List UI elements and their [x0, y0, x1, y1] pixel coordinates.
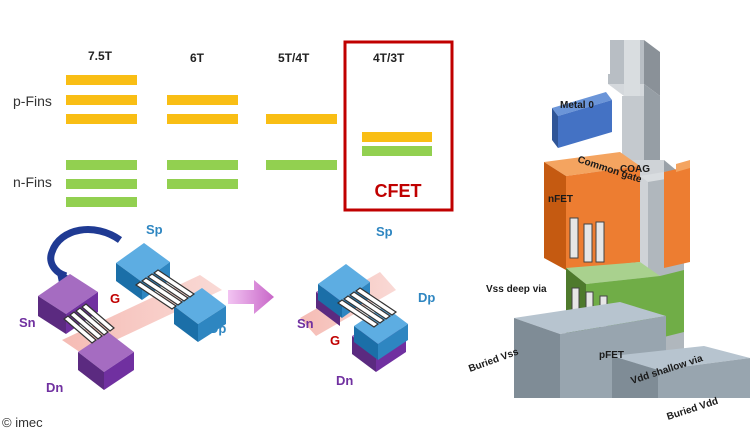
pfin-bars — [66, 75, 432, 142]
nfins-label: n-Fins — [13, 174, 52, 190]
pfet-label: pFET — [599, 350, 624, 361]
col-4t-3t: 4T/3T — [373, 51, 405, 65]
nfin-6t-2 — [167, 179, 238, 189]
nfin-6t-1 — [167, 160, 238, 170]
cfet-label: CFET — [375, 181, 422, 201]
device-right: Sp Sn G Dp Dn — [297, 224, 435, 388]
pfin-5t-1 — [266, 114, 337, 124]
metal0-label: Metal 0 — [560, 100, 594, 111]
pfin-4t-1 — [362, 132, 432, 142]
col-6t: 6T — [190, 51, 205, 65]
cfet-3d-structure: Metal 0 Common gate COAG nFET Vss deep v… — [467, 40, 750, 423]
buried-vdd-label: Buried Vdd — [666, 396, 720, 423]
nfet-label: nFET — [548, 194, 573, 205]
vss-deep-via-label: Vss deep via — [486, 284, 547, 295]
coag-label: COAG — [620, 164, 650, 175]
pfin-7-5t-2 — [66, 95, 137, 105]
pfin-6t-2 — [167, 114, 238, 124]
rotate-arrow-icon — [47, 226, 123, 280]
col-5t-4t: 5T/4T — [278, 51, 310, 65]
left-sp-label: Sp — [146, 222, 163, 237]
left-g-label: G — [110, 291, 120, 306]
nfin-bars — [66, 146, 432, 207]
right-g-label: G — [330, 333, 340, 348]
pfin-7-5t-3 — [66, 114, 137, 124]
left-sn-label: Sn — [19, 315, 36, 330]
pfins-label: p-Fins — [13, 93, 52, 109]
right-dp-label: Dp — [418, 290, 435, 305]
nfin-7-5t-3 — [66, 197, 137, 207]
cfet-highlight-box — [343, 40, 454, 212]
transform-arrow-icon — [228, 280, 274, 314]
right-dn-label: Dn — [336, 373, 353, 388]
col-7-5t: 7.5T — [88, 49, 113, 63]
pfin-6t-1 — [167, 95, 238, 105]
buried-vss-label: Buried Vss — [467, 346, 520, 374]
nfin-7-5t-1 — [66, 160, 137, 170]
left-dn-label: Dn — [46, 380, 63, 395]
copyright-text: © imec — [2, 415, 43, 428]
nfin-4t-1 — [362, 146, 432, 156]
left-dp-label: Dp — [209, 321, 226, 336]
nfin-5t-1 — [266, 160, 337, 170]
device-left: Sp Sn G Dp Dn — [19, 222, 226, 395]
right-sn-label: Sn — [297, 316, 314, 331]
pfin-7-5t-1 — [66, 75, 137, 85]
nfin-7-5t-2 — [66, 179, 137, 189]
right-sp-label: Sp — [376, 224, 393, 239]
